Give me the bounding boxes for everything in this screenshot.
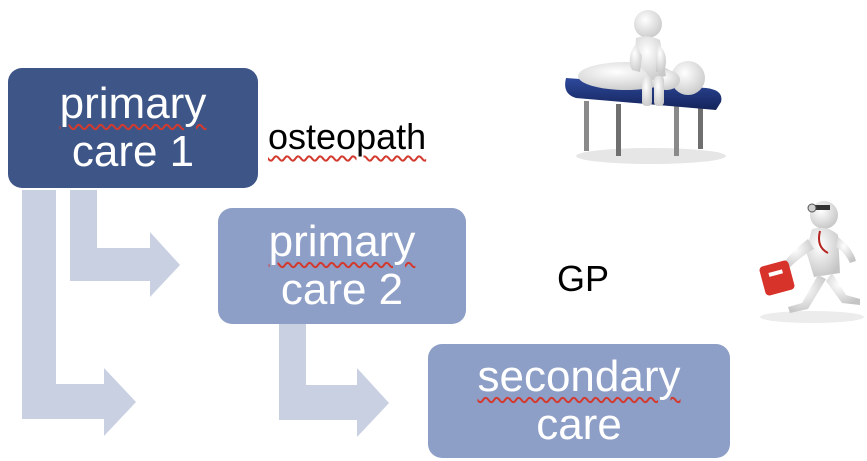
secondary-care-line2: care	[536, 400, 622, 449]
doctor-running-with-bag-figure	[759, 201, 864, 323]
primary-care-2-line1: primary	[268, 216, 416, 266]
osteopath-treating-patient-figure	[565, 10, 726, 164]
arrow-primary2-to-secondary	[279, 322, 389, 437]
primary-care-1-line1: primary	[59, 78, 207, 128]
gp-label: GP	[557, 258, 610, 299]
arrow-primary1-to-secondary-level	[22, 190, 136, 436]
secondary-care-box: secondary care	[428, 344, 730, 458]
primary-care-2-box: primary care 2	[218, 208, 466, 324]
primary-care-1-box: primary care 1	[8, 68, 258, 188]
osteopath-label: osteopath	[268, 116, 427, 157]
primary-care-1-line2: care 1	[71, 127, 195, 176]
primary-care-2-line2: care 2	[280, 265, 404, 314]
secondary-care-line1: secondary	[477, 351, 681, 401]
arrow-primary1-to-primary2	[70, 190, 180, 297]
